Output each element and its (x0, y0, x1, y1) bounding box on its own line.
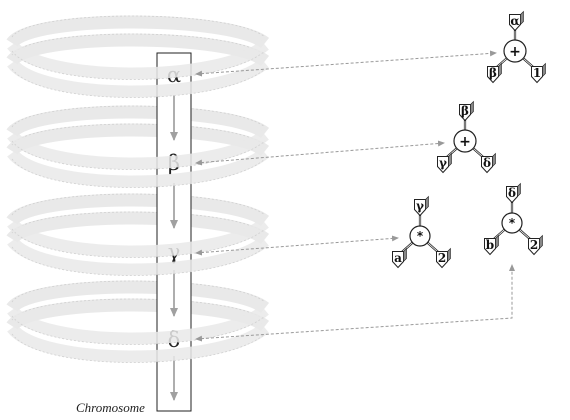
tree-left-leaf: a (392, 247, 407, 269)
tree-left-leaf: b (484, 234, 499, 256)
operator-node (409, 225, 431, 247)
tree-right-leaf: δ (481, 152, 496, 174)
tree-root-tag-label: δ (508, 186, 516, 200)
operator-node (453, 129, 477, 153)
expression-tree: δ b 2 * (484, 182, 543, 256)
tree-root-tag: γ (414, 195, 429, 217)
tree-right-leaf-label: δ (483, 156, 491, 170)
connector-delta (195, 264, 515, 342)
operator-node (503, 39, 527, 63)
tree-right-leaf: 1 (531, 62, 546, 84)
tree-root-tag: β (459, 100, 474, 122)
helix-coil (6, 105, 270, 157)
tree-right-leaf-label: 2 (530, 238, 538, 252)
tree-left-leaf: γ (437, 152, 452, 174)
tree-left-leaf-label: a (394, 251, 402, 265)
helix-coil (6, 280, 270, 332)
connector-gamma (195, 235, 399, 256)
connector-alpha (195, 50, 497, 77)
operator-label: + (509, 44, 521, 60)
connectors (195, 50, 515, 342)
tree-right-leaf-label: 1 (533, 66, 541, 80)
expression-tree: γ a 2 * (392, 195, 451, 269)
tree-root-tag: δ (506, 182, 521, 204)
operator-label: * (417, 229, 424, 243)
operator-label: + (459, 134, 471, 150)
helix-coil (6, 193, 270, 245)
helix-coil (6, 15, 270, 67)
tree-left-leaf-label: β (489, 66, 497, 80)
tree-right-leaf: 2 (528, 234, 543, 256)
expression-tree: β γ δ + (437, 100, 496, 174)
operator-label: * (509, 216, 516, 230)
expression-tree: α β 1 + (487, 10, 546, 84)
tree-right-leaf-label: 2 (438, 251, 446, 265)
expression-trees: α β 1 + β γ δ + γ a 2 * δ b 2 * (392, 10, 546, 269)
tree-right-leaf: 2 (436, 247, 451, 269)
chromosome-label: Chromosome (76, 400, 145, 415)
tree-left-leaf-label: b (486, 238, 494, 252)
tree-left-leaf-label: γ (439, 156, 447, 170)
tree-root-tag-label: β (461, 104, 469, 118)
tree-root-tag-label: α (510, 14, 519, 28)
operator-node (501, 212, 523, 234)
tree-root-tag: α (509, 10, 524, 32)
tree-root-tag-label: γ (416, 199, 424, 213)
connector-beta (195, 140, 445, 166)
tree-left-leaf: β (487, 62, 502, 84)
